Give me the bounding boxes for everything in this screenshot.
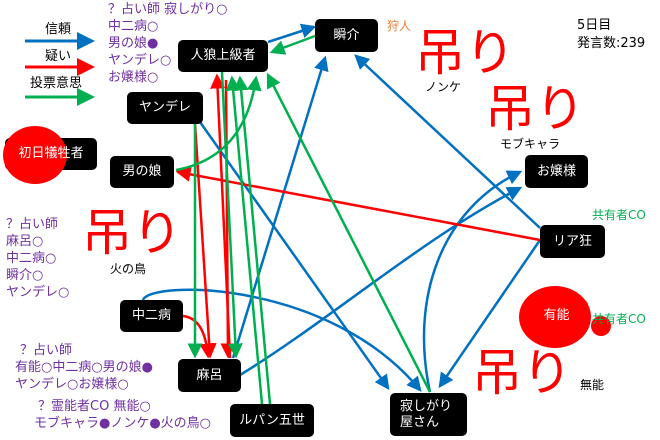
hanged-mark: 吊り [82, 204, 182, 262]
arrow-trust [267, 23, 317, 44]
blood-drop [591, 316, 611, 336]
arrow-vote [266, 72, 432, 393]
seer-note-3: ？占い師有能○中二病○男の娘●ヤンデレ○お嬢様○ [15, 343, 154, 392]
hanged-name: ノンケ [425, 80, 462, 94]
node-victim[interactable]: 初日犠牲者 [3, 126, 97, 184]
legend-vote-label: 投票意思 [30, 76, 83, 91]
hanged-name: 火の鳥 [110, 262, 147, 276]
legend-trust-label: 信頼 [45, 22, 72, 37]
arrow-trust [198, 121, 390, 391]
shared-co-label: 共有者CO [592, 208, 646, 222]
node-shunsuke[interactable]: 瞬介 [315, 19, 378, 52]
shared-co-label: 共有者CO [592, 312, 646, 326]
day-label: 5日目 [577, 18, 612, 33]
victim-label: 初日犠牲者 [18, 146, 84, 161]
arrow-doubt [175, 166, 541, 242]
arrow-vote [269, 34, 316, 55]
hanged-mark: 吊り [415, 24, 515, 82]
node-ojousama[interactable]: お嬢様 [525, 155, 588, 188]
arrow-trust [422, 170, 523, 393]
node-jinro[interactable]: 人狼上級者 [178, 40, 268, 72]
hanged-name: モブキャラ [500, 137, 561, 151]
sabishigari-line-2: 屋さん [400, 414, 440, 430]
arrow-vote [175, 75, 262, 172]
hanged-mark: 吊り [485, 80, 585, 138]
posts-count: 発言数:239 [577, 36, 646, 51]
arrow-vote [220, 71, 243, 359]
arrow-trust [141, 288, 422, 392]
hanged-name: 無能 [580, 378, 605, 392]
arrow-trust [239, 186, 523, 377]
arrow-vote [233, 75, 272, 405]
legend-doubt-label: 疑い [45, 49, 72, 64]
node-maro[interactable]: 麻呂 [178, 359, 241, 392]
arrow-trust [438, 239, 542, 389]
node-yandere[interactable]: ヤンデレ [127, 92, 203, 124]
node-sabishigari[interactable]: 寂しがり 屋さん [390, 393, 467, 436]
sabishigari-line-1: 寂しがり [400, 398, 453, 414]
node-otokonoko[interactable]: 男の娘 [110, 156, 174, 188]
hanged-mark: 吊り [472, 344, 572, 402]
medium-note: ？霊能者CO 無能○モブキャラ●ノンケ●火の鳥○ [34, 399, 212, 431]
arrow-doubt [182, 314, 215, 359]
seer-note-1: ？占い師 寂しがり○中二病○男の娘●ヤンデレ○お嬢様○ [108, 2, 228, 85]
yuno-label: 有能 [543, 308, 570, 323]
blood-splatter [519, 286, 591, 348]
node-chuni[interactable]: 中二病 [120, 300, 183, 332]
arrow-doubt [220, 79, 236, 359]
hunter-label: 狩人 [387, 19, 412, 33]
node-yuno[interactable]: 有能 [519, 286, 611, 348]
seer-note-2: ？占い師麻呂○中二病○瞬介○ヤンデレ○ [6, 217, 70, 300]
arrow-trust [231, 55, 329, 359]
blood-splatter [3, 126, 67, 184]
node-lupin[interactable]: ルパン五世 [230, 404, 314, 437]
node-riakyo[interactable]: リア狂 [540, 225, 605, 258]
